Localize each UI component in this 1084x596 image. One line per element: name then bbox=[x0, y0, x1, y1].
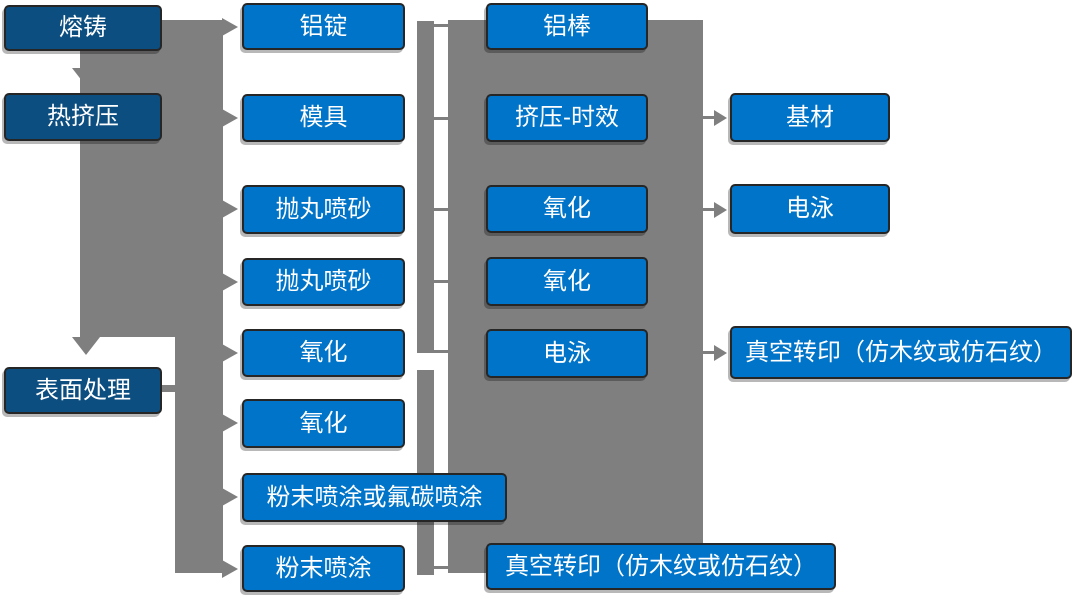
arrow-to-electrophoresis bbox=[714, 202, 727, 218]
node-label: 氧化 bbox=[299, 339, 348, 366]
node-label: 抛丸喷砂 bbox=[275, 195, 372, 223]
node-mold: 模具 bbox=[242, 94, 405, 142]
connector-surface-treatment-stub bbox=[160, 385, 178, 392]
node-label: 挤压-时效 bbox=[515, 104, 619, 131]
node-label: 抛丸喷砂 bbox=[275, 268, 372, 295]
connector-tie-row2 bbox=[433, 117, 449, 120]
arrow-right-row8 bbox=[222, 560, 238, 578]
node-label: 真空转印（仿木纹或仿石纹） bbox=[505, 552, 817, 580]
connector-substrate-shaft bbox=[703, 116, 716, 119]
arrow-right-row3 bbox=[222, 200, 238, 218]
node-shot-blasting-2: 抛丸喷砂 bbox=[242, 258, 405, 306]
node-extrusion-aging: 挤压-时效 bbox=[486, 94, 648, 142]
connector-electrophoresis-shaft bbox=[703, 208, 716, 211]
node-melting-casting: 熔铸 bbox=[4, 5, 162, 51]
arrow-down-to-surface-treatment bbox=[72, 337, 100, 355]
connector-vacuum-print-shaft bbox=[703, 351, 716, 354]
arrow-to-vacuum-print bbox=[714, 345, 727, 361]
node-aluminum-ingot: 铝锭 bbox=[242, 3, 405, 50]
connector-middle-bar-lower bbox=[417, 370, 434, 575]
arrow-right-row4 bbox=[222, 273, 238, 291]
node-oxidation-1: 氧化 bbox=[242, 329, 405, 377]
node-label: 熔铸 bbox=[59, 14, 107, 41]
node-substrate: 基材 bbox=[730, 93, 890, 142]
connector-middle-bar-upper bbox=[417, 21, 434, 353]
node-powder-or-fluorocarbon-coating: 粉末喷涂或氟碳喷涂 bbox=[242, 473, 507, 522]
node-label: 热挤压 bbox=[47, 103, 119, 130]
node-aluminum-rod: 铝棒 bbox=[486, 3, 648, 50]
connector-tie-row1 bbox=[433, 24, 449, 27]
node-label: 基材 bbox=[786, 103, 834, 131]
arrow-to-substrate bbox=[714, 110, 727, 126]
connector-tie-bottom bbox=[430, 566, 449, 569]
connector-left-trunk bbox=[80, 20, 223, 337]
connector-tie-row4 bbox=[433, 280, 449, 283]
connector-tie-row5 bbox=[433, 350, 449, 353]
arrow-right-row1 bbox=[222, 18, 238, 36]
arrow-right-row6 bbox=[222, 414, 238, 432]
connector-left-lower-trunk bbox=[175, 337, 223, 573]
node-oxidation-3: 氧化 bbox=[486, 185, 648, 233]
node-electrophoresis-2: 电泳 bbox=[730, 184, 890, 234]
arrow-down-to-hot-extrusion bbox=[72, 68, 100, 86]
connector-tie-row3 bbox=[433, 208, 449, 211]
node-shot-blasting-1: 抛丸喷砂 bbox=[242, 185, 405, 234]
node-powder-coating: 粉末喷涂 bbox=[242, 545, 405, 592]
node-label: 氧化 bbox=[543, 267, 591, 295]
node-oxidation-4: 氧化 bbox=[486, 257, 648, 306]
node-label: 铝锭 bbox=[299, 12, 348, 40]
arrow-right-row5 bbox=[222, 344, 238, 362]
node-label: 电泳 bbox=[543, 339, 591, 367]
node-vacuum-transfer-print-right: 真空转印（仿木纹或仿石纹） bbox=[730, 326, 1072, 379]
arrow-right-row2 bbox=[222, 109, 238, 127]
node-label: 模具 bbox=[299, 104, 348, 131]
node-label: 氧化 bbox=[543, 195, 591, 222]
node-label: 粉末喷涂 bbox=[275, 554, 372, 582]
node-label: 氧化 bbox=[299, 409, 348, 437]
node-label: 表面处理 bbox=[35, 376, 131, 404]
node-label: 粉末喷涂或氟碳喷涂 bbox=[266, 483, 483, 511]
node-label: 电泳 bbox=[786, 195, 834, 222]
node-electrophoresis-1: 电泳 bbox=[486, 329, 648, 378]
node-oxidation-2: 氧化 bbox=[242, 399, 405, 448]
node-vacuum-transfer-print-bottom: 真空转印（仿木纹或仿石纹） bbox=[486, 543, 836, 590]
node-label: 真空转印（仿木纹或仿石纹） bbox=[745, 338, 1057, 366]
node-hot-extrusion: 热挤压 bbox=[4, 93, 162, 141]
node-label: 铝棒 bbox=[543, 12, 591, 40]
node-surface-treatment: 表面处理 bbox=[4, 367, 162, 414]
arrow-right-row7 bbox=[222, 488, 238, 506]
